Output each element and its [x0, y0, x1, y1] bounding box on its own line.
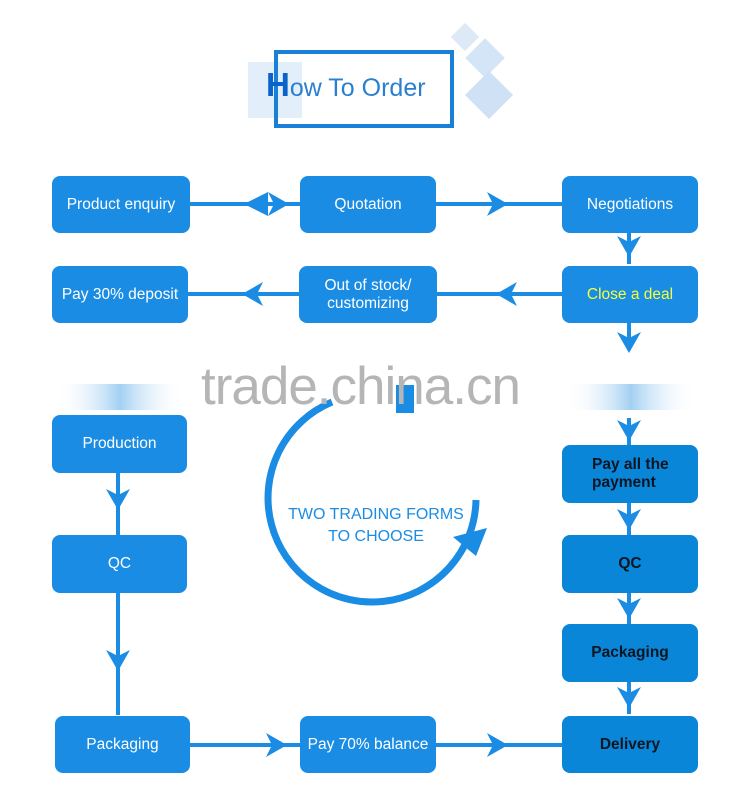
watermark-text: trade.china.cn [201, 357, 521, 416]
node-negotiations: Negotiations [562, 176, 698, 233]
node-packaging-left: Packaging [55, 716, 190, 773]
cycle-label-line1: TWO TRADING FORMS [288, 506, 464, 523]
node-out-of-stock: Out of stock/ customizing [299, 266, 437, 323]
node-pay-balance: Pay 70% balance [300, 716, 436, 773]
node-production: Production [52, 415, 187, 473]
node-pay-all: Pay all the payment [562, 445, 698, 503]
title-first-letter: H [266, 66, 290, 103]
page-title: How To Order [266, 66, 426, 104]
node-pay-deposit: Pay 30% deposit [52, 266, 188, 323]
title-rest: ow To Order [289, 74, 426, 102]
node-delivery: Delivery [562, 716, 698, 773]
node-packaging-right: Packaging [562, 624, 698, 682]
node-qc-left: QC [52, 535, 187, 593]
node-quotation: Quotation [300, 176, 436, 233]
node-product-enquiry: Product enquiry [52, 176, 190, 233]
node-qc-right: QC [562, 535, 698, 593]
node-close-deal: Close a deal [562, 266, 698, 323]
cycle-label-line2: TO CHOOSE [328, 528, 424, 545]
cycle-label: TWO TRADING FORMS TO CHOOSE [270, 504, 482, 548]
